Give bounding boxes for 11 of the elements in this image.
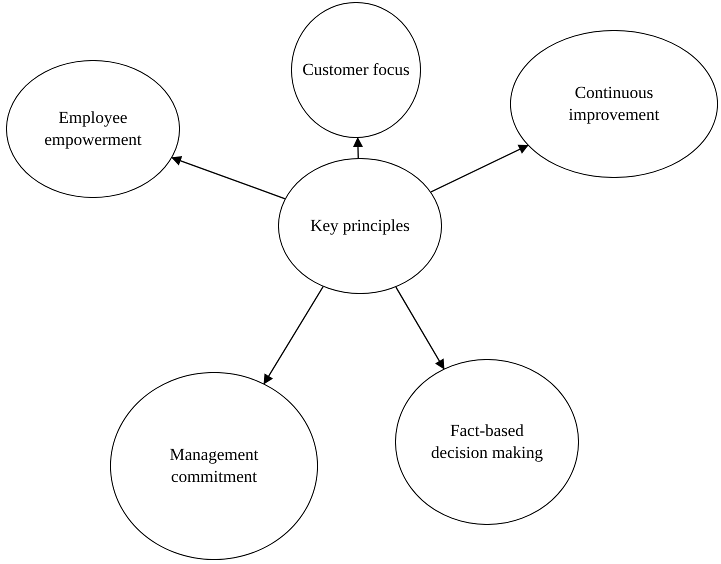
arrow: [352, 136, 363, 158]
node-label: Key principles: [310, 214, 410, 237]
node-label: Fact-based decision making: [430, 420, 544, 464]
arrow: [395, 286, 444, 370]
node-label: Customer focus: [302, 58, 410, 81]
node-label: Management commitment: [168, 444, 260, 488]
node-label: Employee empowerment: [43, 106, 143, 151]
node-label: Continuous improvement: [568, 82, 660, 126]
arrow: [264, 286, 324, 384]
arrow: [171, 156, 286, 200]
arrow: [430, 144, 529, 192]
